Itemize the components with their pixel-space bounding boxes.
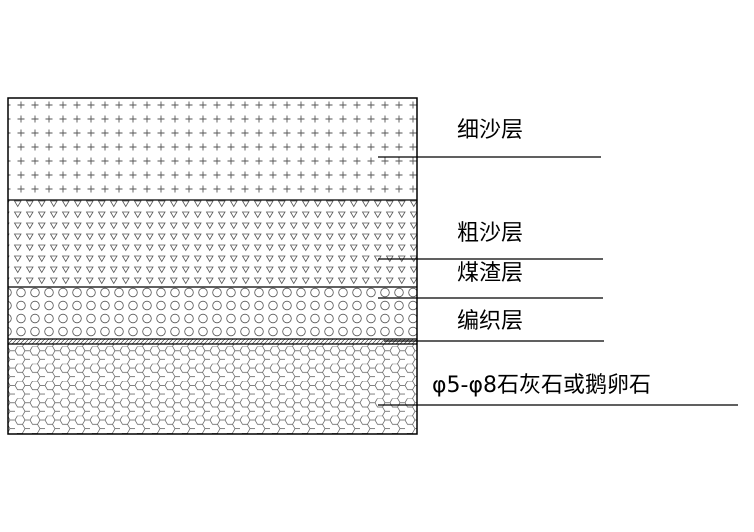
label-coarse-sand: 粗沙层 [457, 221, 524, 246]
coarse-sand-layer [8, 200, 417, 287]
label-gravel: φ5-φ8石灰石或鹅卵石 [432, 373, 651, 398]
woven-layer [8, 339, 417, 344]
diagram-frame [7, 97, 418, 435]
cinder-layer [8, 287, 417, 339]
gravel-layer [8, 344, 417, 434]
label-woven: 编织层 [457, 309, 524, 334]
label-fine-sand: 细沙层 [457, 118, 524, 143]
fine-sand-layer [8, 98, 417, 200]
label-cinder: 煤渣层 [457, 261, 524, 286]
